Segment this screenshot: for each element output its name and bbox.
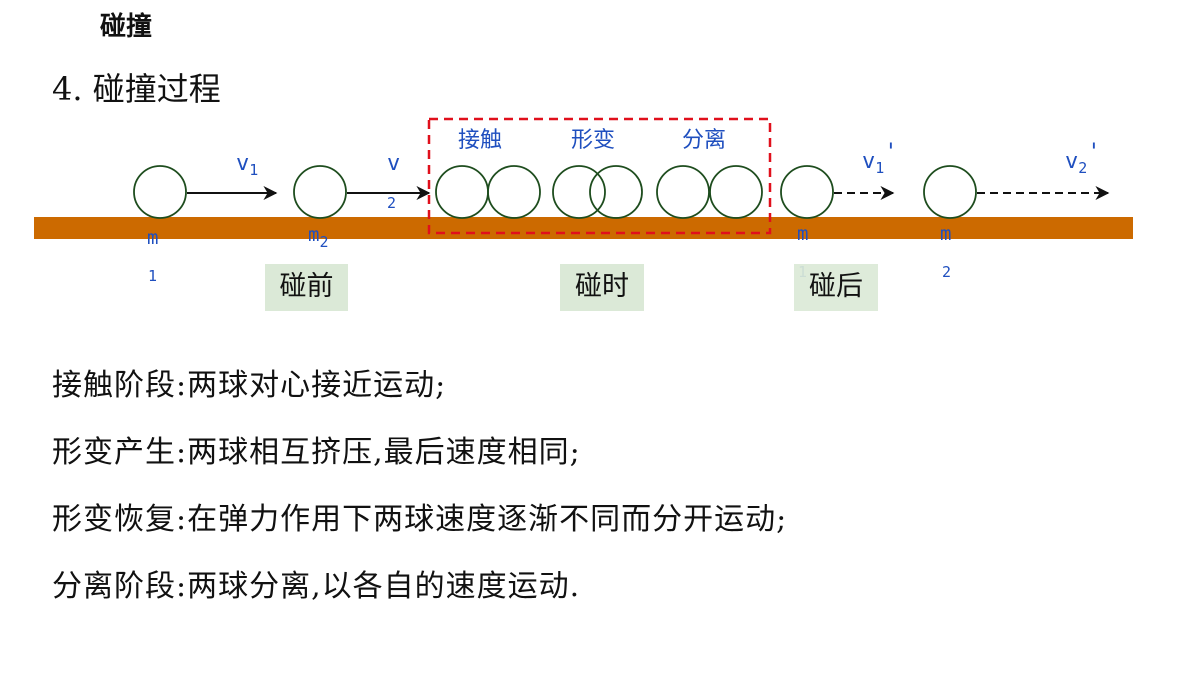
label-m2-after-base: m [940, 223, 951, 245]
label-v1-prime: v1' [862, 140, 898, 177]
collision-diagram: 接触 形变 分离 v1 v 2 v1' v2' m 1 m2 m 1 m 2 [34, 117, 1133, 285]
description-text: 两球相互挤压,最后速度相同; [187, 435, 581, 470]
collision-phase-box [427, 117, 772, 235]
phase-label-contact: 接触 [458, 128, 502, 153]
ball-m2-before [293, 165, 347, 219]
description-text: 两球对心接近运动; [187, 368, 447, 403]
label-m2-after-sub: 2 [942, 263, 951, 281]
description-line-recovery: 形变恢复:在弹力作用下两球速度逐渐不同而分开运动; [52, 502, 788, 537]
label-m1-before-base: m [147, 227, 158, 249]
ball-separate-left [656, 165, 710, 219]
description-term: 接触阶段 [52, 368, 176, 403]
ball-m1-before [133, 165, 187, 219]
label-m1-before-sub: 1 [148, 267, 157, 285]
label-v1: v1 [236, 151, 258, 179]
description-text: 两球分离,以各自的速度运动. [187, 569, 581, 604]
ball-m2-after [923, 165, 977, 219]
label-v2-prime: v2' [1065, 140, 1101, 177]
description-line-separation: 分离阶段:两球分离,以各自的速度运动. [52, 569, 581, 604]
description-term: 分离阶段 [52, 569, 176, 604]
description-term: 形变产生 [52, 435, 176, 470]
description-text: 在弹力作用下两球速度逐渐不同而分开运动; [187, 502, 788, 537]
label-v2-base: v [387, 151, 400, 176]
section-title: 4. 碰撞过程 [52, 70, 221, 108]
phase-label-separate: 分离 [682, 128, 726, 153]
slide-heading: 碰撞 [100, 12, 153, 42]
description-line-contact: 接触阶段:两球对心接近运动; [52, 368, 447, 403]
ground-strip [34, 217, 1133, 239]
ball-separate-right [709, 165, 763, 219]
ball-deform-left [552, 165, 606, 219]
label-m2-before: m2 [308, 224, 328, 251]
ball-deform-right [589, 165, 643, 219]
stage-during-label: 碰时 [560, 264, 644, 311]
stage-after-label: 碰后 [794, 264, 878, 311]
stage-before-label: 碰前 [265, 264, 348, 311]
ball-contact-right [487, 165, 541, 219]
label-v2-sub: 2 [387, 194, 396, 212]
description-term: 形变恢复 [52, 502, 176, 537]
phase-label-deform: 形变 [571, 128, 615, 153]
label-m1-after-base: m [797, 223, 808, 245]
ball-m1-after [780, 165, 834, 219]
description-line-deformation: 形变产生:两球相互挤压,最后速度相同; [52, 435, 581, 470]
ball-contact-left [435, 165, 489, 219]
